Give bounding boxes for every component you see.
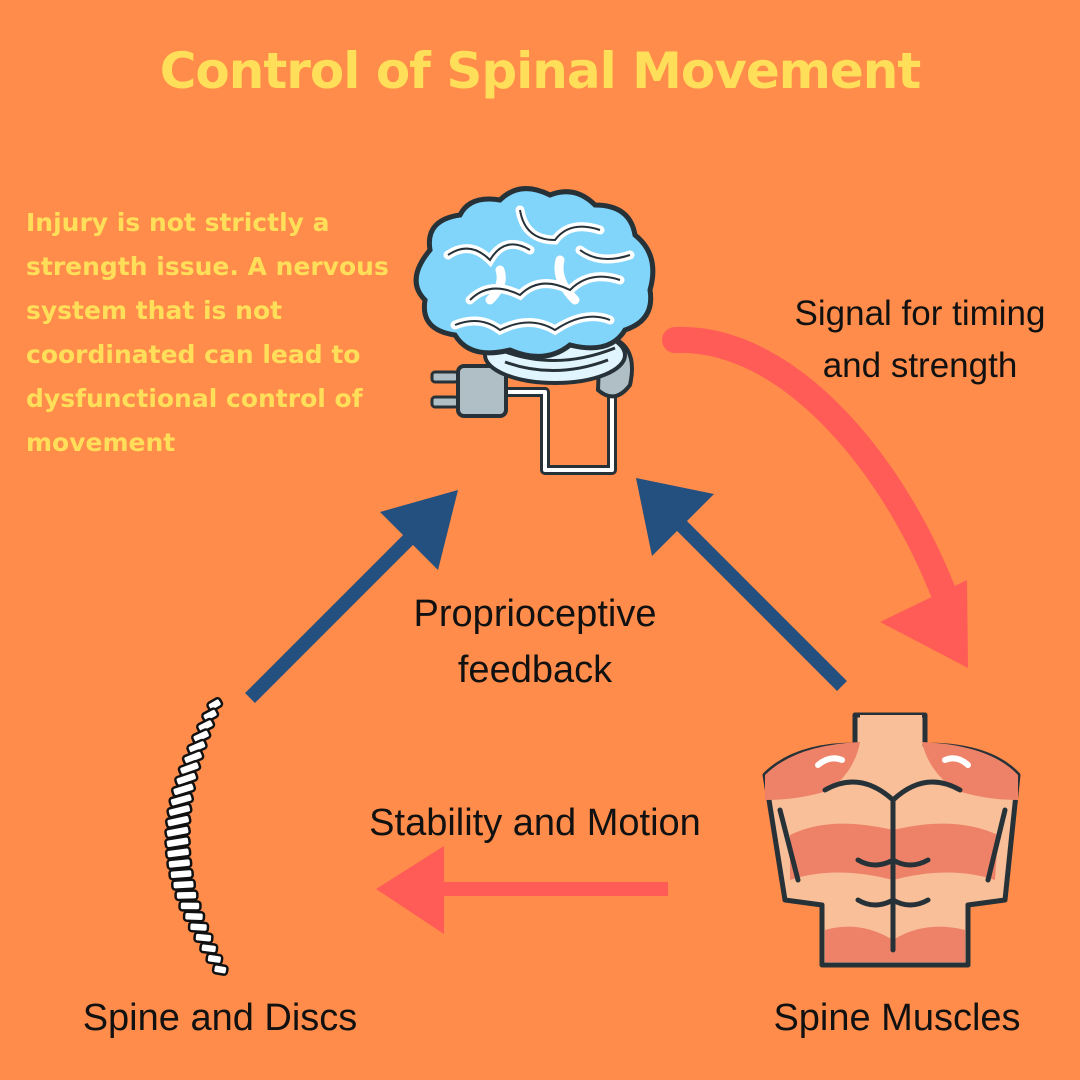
torso-muscles-icon: [762, 712, 1021, 968]
proprioceptive-label: Proprioceptive feedback: [413, 593, 657, 691]
feedback-arrow-left: [245, 490, 458, 703]
vertebra: [205, 952, 224, 966]
vertebra: [211, 963, 229, 976]
vertebra: [164, 813, 192, 829]
stability-label: Stability and Motion: [369, 802, 701, 844]
spine-muscles-label: Spine Muscles: [773, 997, 1021, 1039]
intro-text: Injury is not strictly a strength issue.…: [26, 208, 389, 457]
vertebra: [187, 920, 210, 934]
vertebra: [174, 889, 199, 902]
stability-arrow: [376, 846, 668, 934]
vertebra: [170, 878, 197, 891]
vertebra: [164, 835, 191, 850]
page-title: Control of Spinal Movement: [159, 42, 922, 100]
signal-label: Signal for timing and strength: [794, 294, 1046, 385]
vertebra: [168, 867, 194, 881]
spine-icon: [164, 697, 229, 976]
vertebra: [206, 697, 224, 713]
feedback-arrow-right: [636, 478, 847, 691]
vertebra: [164, 824, 191, 840]
vertebra: [164, 845, 192, 860]
signal-arrow: [662, 326, 968, 668]
brain-icon: [413, 186, 656, 475]
vertebra: [182, 910, 206, 923]
vertebra: [166, 856, 193, 871]
vertebra: [199, 941, 219, 955]
vertebra: [193, 931, 214, 944]
spine-discs-label: Spine and Discs: [82, 997, 358, 1039]
vertebra: [178, 900, 202, 912]
